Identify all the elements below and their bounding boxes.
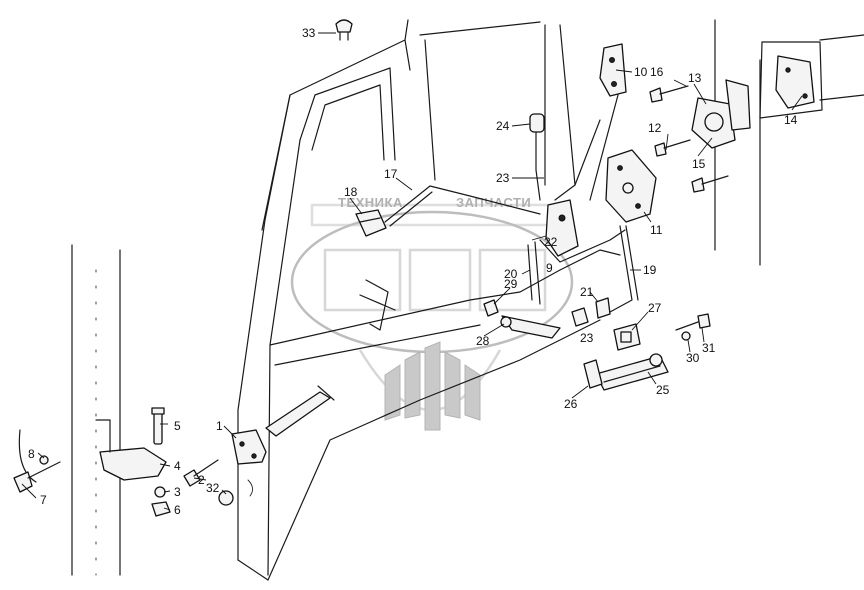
callout-1: 1: [216, 419, 223, 433]
nut-6: [151, 501, 171, 517]
bolt-12: [654, 139, 691, 157]
bolt-2: [183, 459, 219, 487]
callout-3: 3: [174, 485, 181, 499]
lock-mechanism-22: [539, 199, 626, 263]
rod-20: [527, 241, 541, 305]
callout-25: 25: [656, 383, 670, 397]
callout-11: 11: [650, 223, 663, 237]
callout-29: 29: [504, 277, 518, 291]
callout-32: 32: [206, 481, 220, 495]
clip-23: [571, 307, 589, 327]
watermark-text-left: ТЕХНИКА: [338, 195, 403, 210]
callout-18: 18: [344, 185, 358, 199]
callout-17: 17: [384, 167, 398, 181]
callout-7: 7: [40, 493, 47, 507]
callout-28: 28: [476, 334, 490, 348]
screw-31: [675, 313, 711, 331]
escutcheon-26: [583, 359, 603, 389]
callout-13: 13: [688, 71, 702, 85]
callout-24: 24: [496, 119, 510, 133]
hinge-bracket-4: [95, 419, 167, 481]
cab-body-outline: [71, 19, 864, 581]
washer-30: [681, 331, 691, 341]
callout-21: 21: [580, 285, 594, 299]
callout-8: 8: [28, 447, 35, 461]
callout-23-upper: 23: [496, 171, 510, 185]
callout-22: 22: [544, 235, 558, 249]
callout-20: 20: [504, 267, 518, 281]
bolt-15: [691, 175, 729, 193]
control-rod-17: [384, 185, 541, 227]
parts: [13, 19, 823, 517]
callout-30: 30: [686, 351, 700, 365]
callout-33: 33: [302, 26, 316, 40]
door-pull-handle: [265, 385, 335, 437]
callout-16: 16: [650, 65, 664, 79]
striker-bracket-10: [599, 43, 627, 97]
callout-4: 4: [174, 459, 181, 473]
callout-14: 14: [784, 113, 798, 127]
plug-32: [218, 479, 253, 506]
inner-lever: [359, 279, 396, 331]
callout-12: 12: [648, 121, 662, 135]
hinge-pin-5: [151, 407, 165, 445]
knob-cap-24: [529, 113, 545, 201]
callout-23-lower: 23: [580, 331, 594, 345]
callout-6: 6: [174, 503, 181, 517]
screw-16: [649, 85, 689, 103]
callout-5: 5: [174, 419, 181, 433]
callout-31: 31: [702, 341, 716, 355]
washer-3: [154, 486, 166, 498]
clip-21: [595, 297, 611, 319]
callout-26: 26: [564, 397, 578, 411]
leader-lines: [21, 32, 803, 511]
inner-handle-18: [355, 209, 387, 237]
callout-2: 2: [198, 473, 205, 487]
lock-striker-13: [691, 79, 751, 149]
washer-8: [18, 429, 49, 483]
callout-27: 27: [648, 301, 662, 315]
bolt-7: [13, 461, 61, 493]
hinge-half-1: [231, 429, 267, 465]
plug-33: [335, 19, 353, 41]
mounting-plate-14: [759, 41, 823, 119]
callout-15: 15: [692, 157, 706, 171]
callout-labels: 33 10 16 13 14 12 15 24 23 11 17 18 22 9…: [28, 26, 798, 517]
escutcheon-27: [613, 323, 641, 351]
lock-body-11: [605, 149, 657, 223]
callout-19: 19: [643, 263, 657, 277]
callout-9: 9: [546, 261, 553, 275]
rod-19: [609, 225, 639, 313]
callout-10: 10: [634, 65, 648, 79]
